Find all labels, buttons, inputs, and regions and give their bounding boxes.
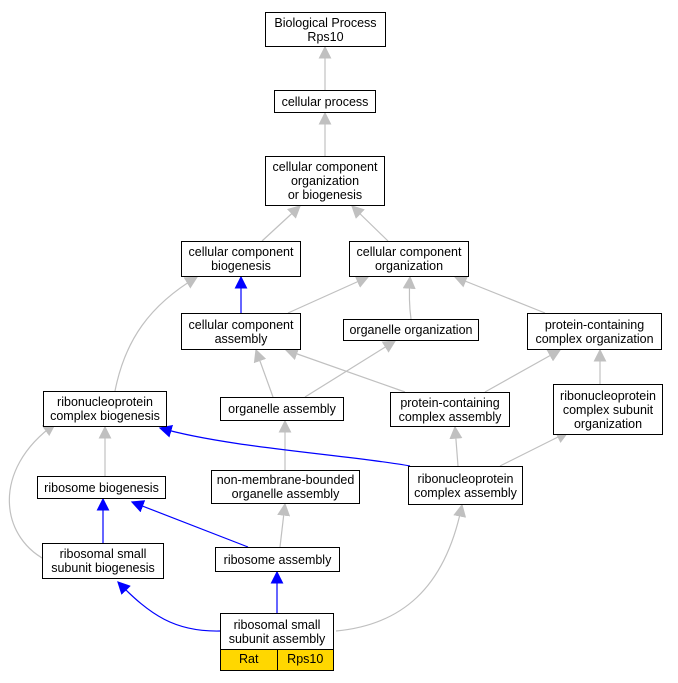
node-label-line: protein-containing [544, 317, 645, 332]
node-label-line: cellular process [281, 94, 369, 109]
edge-pc-assembly-to-cc-assembly [284, 347, 406, 393]
node-label-line: biogenesis [211, 259, 271, 273]
edge-organelle-org-to-cc-organization [402, 275, 416, 320]
node-label-line: organization [573, 416, 643, 431]
species-tag: Rat [221, 650, 277, 670]
edge-pc-assembly-to-pc-organization [484, 349, 562, 393]
node-label-line: ribosomal small [233, 617, 321, 632]
node-label-line: ribosome assembly [223, 552, 332, 567]
node-label-line: complex assembly [414, 485, 517, 500]
edge-organelle-assembly-to-cc-assembly [253, 348, 274, 398]
node-label-line: ribosomal small [59, 547, 147, 561]
node-label-line: or biogenesis [287, 188, 363, 202]
node-label-line: ribonucleoprotein [417, 471, 514, 486]
node-label-line: cellular component [188, 317, 294, 332]
edge-rnp-assembly-to-rnp-biogenesis [158, 424, 411, 467]
node-label-line: assembly [214, 331, 268, 346]
node-cellular-component-assembly[interactable]: cellular component assembly [181, 313, 301, 350]
node-label-line: subunit assembly [228, 631, 326, 646]
edge-rss-biogenesis-to-rnp-biogenesis [8, 423, 57, 563]
node-label-line: complex organization [535, 331, 654, 346]
edge-pc-organization-to-cc-organization [453, 275, 546, 314]
node-label-line: organelle assembly [231, 487, 340, 501]
node-ribosome-assembly[interactable]: ribosome assembly [215, 547, 340, 572]
node-non-membrane-bounded-organelle-assembly[interactable]: non-membrane-bounded organelle assembly [211, 470, 360, 504]
edge-cc-biogenesis-to-ccob [261, 205, 301, 242]
node-protein-containing-complex-organization[interactable]: protein-containing complex organization [527, 313, 662, 350]
node-label-line: organization [290, 174, 360, 188]
node-label-line: complex assembly [398, 409, 502, 424]
edge-rnp-biogenesis-to-cc-biogenesis [114, 276, 199, 392]
node-label-line: non-membrane-bounded [216, 473, 355, 487]
node-label-line: protein-containing [400, 395, 500, 410]
node-label-line: cellular component [188, 245, 294, 259]
node-label-line: ribonucleoprotein [57, 395, 153, 409]
node-ribonucleoprotein-complex-subunit-organization[interactable]: ribonucleoprotein complex subunit organi… [553, 384, 663, 435]
node-label-line: Biological Process [274, 15, 377, 30]
edge-organelle-assembly-to-organelle-org [304, 340, 397, 398]
node-label-line: ribonucleoprotein [560, 388, 656, 403]
node-cellular-component-organization[interactable]: cellular component organization [349, 241, 469, 277]
node-label-line: organelle organization [349, 323, 473, 337]
node-ribosomal-small-subunit-assembly[interactable]: ribosomal small subunit assembly [220, 613, 334, 650]
edge-rnp-assembly-to-pc-assembly [449, 425, 463, 467]
node-organelle-assembly[interactable]: organelle assembly [220, 397, 344, 421]
edge-rss-assembly-to-rnp-assembly [335, 503, 467, 632]
node-cellular-component-biogenesis[interactable]: cellular component biogenesis [181, 241, 301, 277]
node-organelle-organization[interactable]: organelle organization [343, 319, 479, 341]
gene-tag: Rps10 [276, 650, 333, 670]
node-cellular-process[interactable]: cellular process [274, 90, 376, 113]
edge-rss-assembly-to-rss-biogenesis [117, 581, 221, 632]
edge-ribosome-assembly-to-nmb-assembly [277, 502, 291, 548]
node-label-line: organelle assembly [228, 402, 336, 416]
node-ribosomal-small-subunit-biogenesis[interactable]: ribosomal small subunit biogenesis [42, 543, 164, 579]
node-biological-process[interactable]: Biological Process Rps10 [265, 12, 386, 47]
node-label-line: subunit biogenesis [51, 561, 155, 575]
edge-cc-assembly-to-cc-organization [287, 275, 370, 314]
node-label-line: Rps10 [307, 29, 344, 44]
node-label-line: cellular component [356, 245, 462, 259]
node-ribonucleoprotein-complex-assembly[interactable]: ribonucleoprotein complex assembly [408, 466, 523, 505]
node-protein-containing-complex-assembly[interactable]: protein-containing complex assembly [390, 392, 510, 427]
node-label-line: organization [374, 259, 444, 273]
edge-cc-organization-to-ccob [351, 205, 389, 242]
node-cellular-component-organization-or-biogenesis[interactable]: cellular component organization or bioge… [265, 156, 385, 206]
edge-rnp-assembly-to-rnp-subunit-org [499, 431, 570, 467]
node-label-line: complex subunit [562, 402, 654, 417]
node-ribonucleoprotein-complex-biogenesis[interactable]: ribonucleoprotein complex biogenesis [43, 391, 167, 427]
edge-ribosome-assembly-to-ribosome-biogenesis [130, 500, 249, 548]
node-label-line: ribosome biogenesis [44, 480, 159, 495]
node-ribosome-biogenesis[interactable]: ribosome biogenesis [37, 476, 166, 499]
annotation-tag-row: Rat Rps10 [220, 649, 334, 671]
node-label-line: complex biogenesis [50, 409, 160, 423]
node-label-line: cellular component [272, 160, 378, 174]
